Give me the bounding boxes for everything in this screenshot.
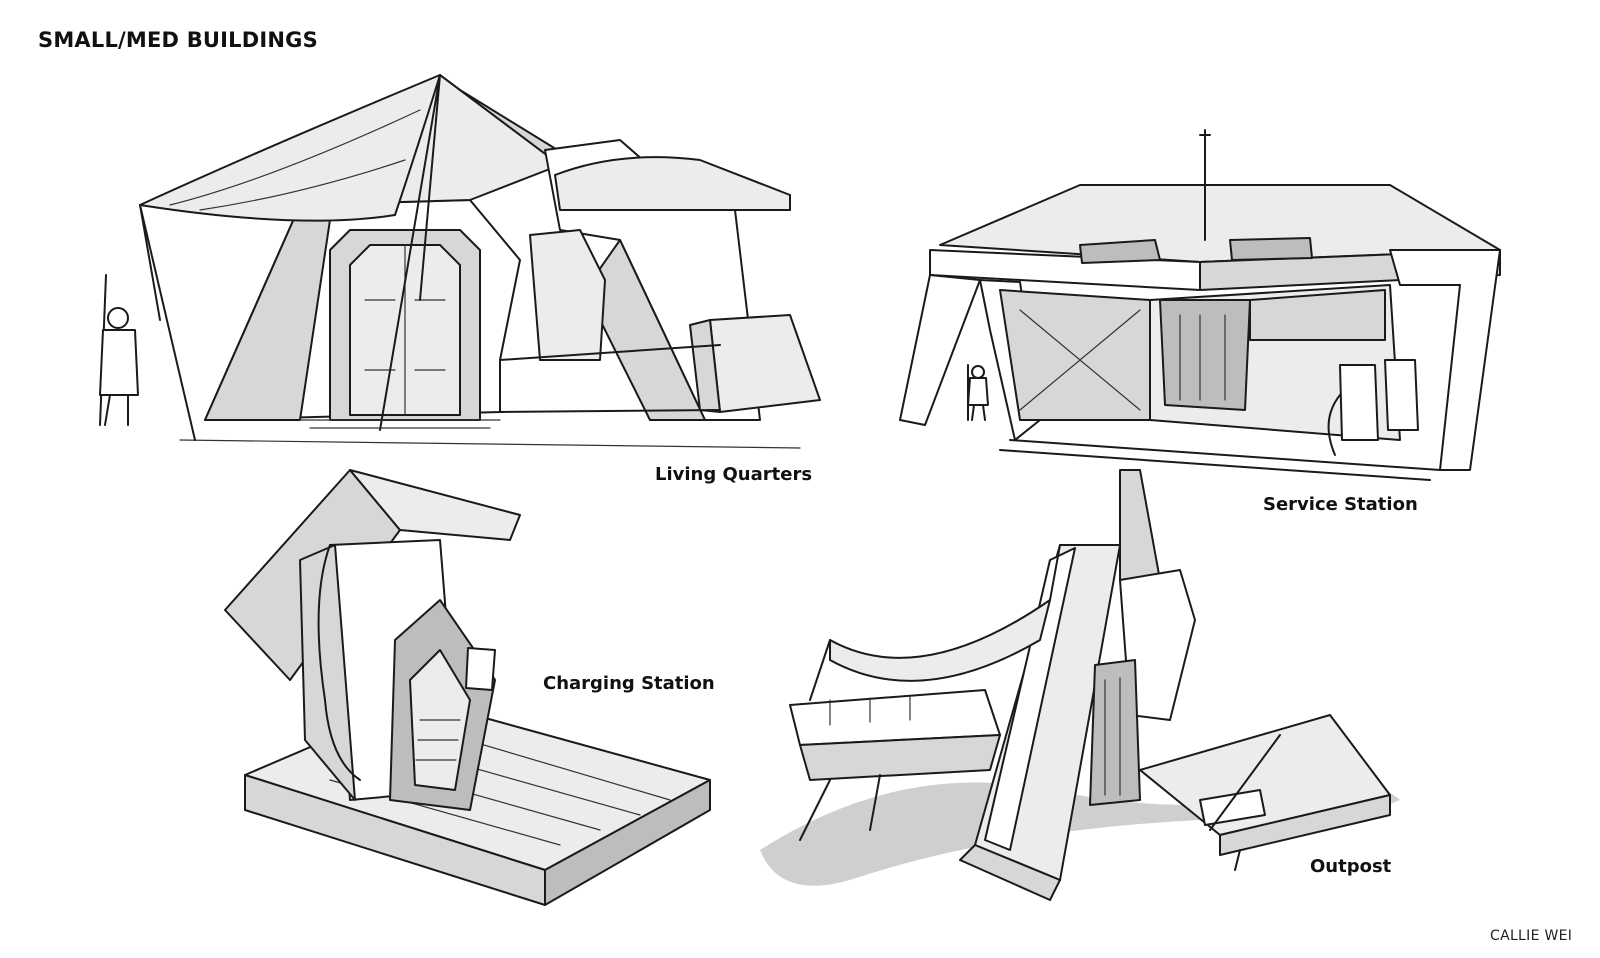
- figure-living-quarters: [99, 274, 139, 426]
- figure-service-station: [967, 364, 989, 421]
- label-outpost: Outpost: [1310, 856, 1392, 877]
- service-station-sketch: [899, 129, 1501, 481]
- label-service-station: Service Station: [1263, 494, 1418, 515]
- sheet-title: SMALL/MED BUILDINGS: [38, 28, 318, 52]
- charging-station-sketch: [224, 469, 711, 906]
- label-living-quarters: Living Quarters: [655, 464, 813, 485]
- label-charging-station: Charging Station: [543, 673, 715, 694]
- outpost-sketch: [760, 469, 1400, 901]
- artist-signature: CALLIE WEI: [1490, 928, 1573, 944]
- living-quarters-sketch: [99, 74, 821, 449]
